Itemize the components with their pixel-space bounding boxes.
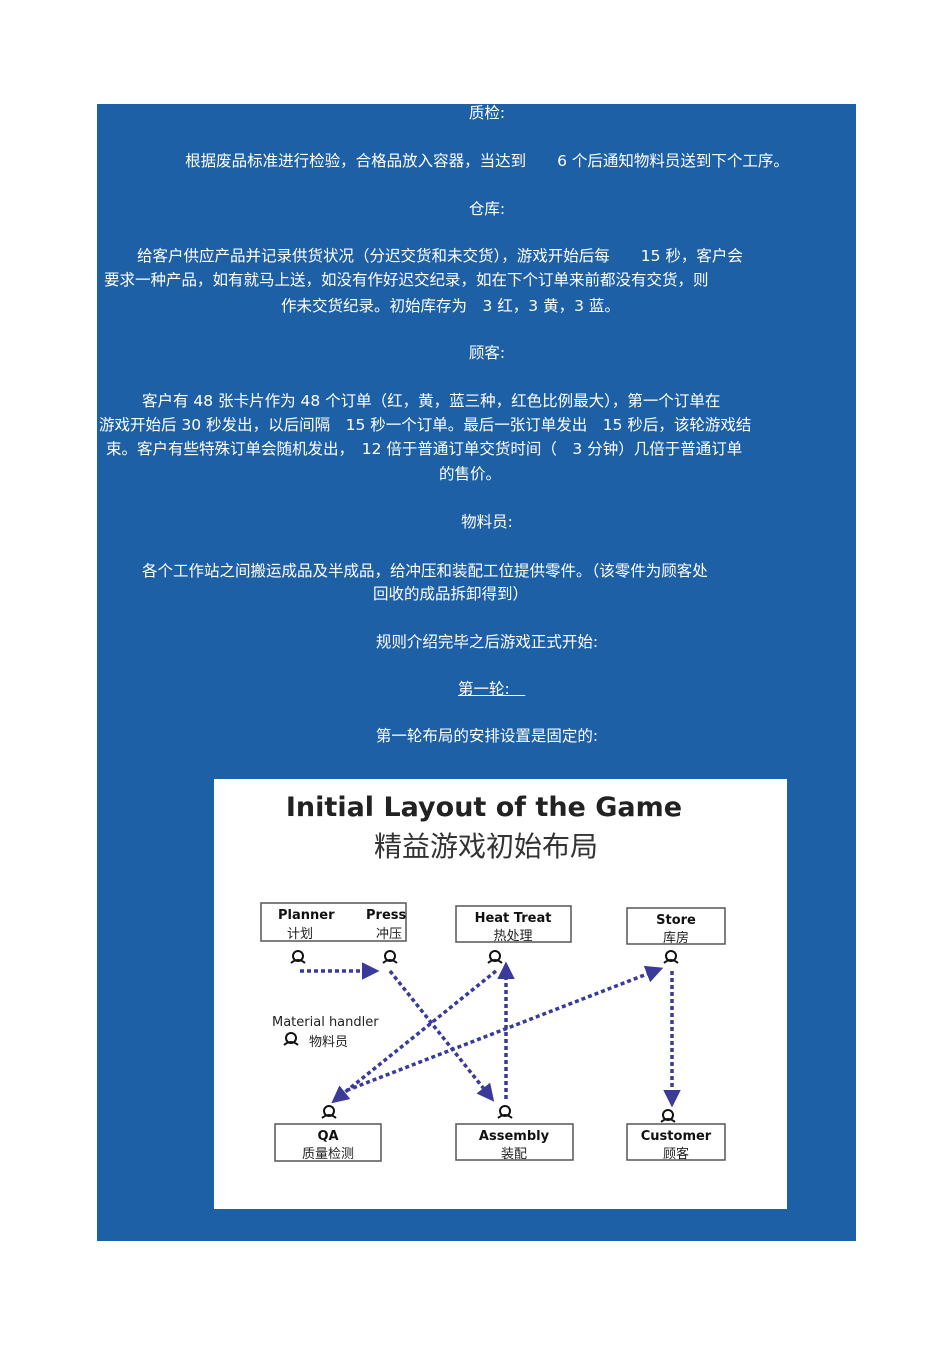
customer-line-2: 游戏开始后 30 秒发出，以后间隔 15 秒一个订单。最后一张订单发出 15 秒… <box>99 416 752 434</box>
legend-label-zh: 物料员 <box>309 1035 348 1050</box>
qc-body: 根据废品标准进行检验，合格品放入容器，当达到 6 个后通知物料员送到下个工序。 <box>185 152 789 170</box>
flow-arrows <box>300 961 681 1108</box>
arrow-qa-to-store <box>339 965 664 1095</box>
warehouse-line-3: 作未交货纪录。初始库存为 3 红，3 黄，3 蓝。 <box>281 297 620 315</box>
person-icon-heat-treat <box>487 950 503 964</box>
customer-heading: 顾客: <box>468 344 506 362</box>
warehouse-line-2: 要求一种产品，如有就马上送，如没有作好迟交纪录，如在下个订单来前都没有交货，则 <box>104 271 709 289</box>
diagram-title-en: Initial Layout of the Game <box>286 792 682 823</box>
qa-label-en: QA <box>317 1129 338 1144</box>
person-icon-press <box>382 950 398 964</box>
press-label-en: Press <box>366 908 406 923</box>
handler-line-2: 回收的成品拆卸得到） <box>373 585 529 603</box>
heat-treat-label-zh: 热处理 <box>493 929 532 944</box>
customer-line-1: 客户有 48 张卡片作为 48 个订单（红，黄，蓝三种，红色比例最大），第一个订… <box>142 392 721 410</box>
person-icon-planner <box>290 950 306 964</box>
station-qa: QA 质量检测 <box>274 1123 382 1162</box>
station-heat-treat: Heat Treat 热处理 <box>455 905 572 944</box>
handler-heading: 物料员: <box>461 513 513 531</box>
qa-label-zh: 质量检测 <box>302 1147 354 1162</box>
round-body: 第一轮布局的安排设置是固定的: <box>375 727 599 745</box>
person-icon-customer <box>660 1109 676 1123</box>
person-icon-qa <box>321 1105 337 1119</box>
handler-line-1: 各个工作站之间搬运成品及半成品，给冲压和装配工位提供零件。（该零件为顾客处 <box>142 562 708 580</box>
person-icon-assembly <box>497 1105 513 1119</box>
person-icon-legend <box>283 1032 299 1046</box>
heat-treat-label-en: Heat Treat <box>475 911 552 926</box>
planner-label-zh: 计划 <box>287 927 313 942</box>
round-heading: 第一轮: <box>458 680 526 698</box>
qc-heading: 质检: <box>468 104 506 122</box>
arrow-heat-treat-to-qa <box>331 969 498 1104</box>
layout-diagram: Initial Layout of the Game 精益游戏初始布局 Plan… <box>214 779 787 1209</box>
planner-label-en: Planner <box>278 908 335 923</box>
assembly-label-zh: 装配 <box>501 1147 527 1162</box>
start-text: 规则介绍完毕之后游戏正式开始: <box>375 633 599 651</box>
station-customer: Customer 顾客 <box>626 1123 726 1162</box>
arrow-press-to-assembly <box>388 969 495 1102</box>
customer-label-en: Customer <box>641 1129 712 1144</box>
warehouse-heading: 仓库: <box>468 200 506 218</box>
press-label-zh: 冲压 <box>376 927 402 942</box>
diagram-title-zh: 精益游戏初始布局 <box>374 830 598 863</box>
assembly-label-en: Assembly <box>479 1129 550 1144</box>
station-assembly: Assembly 装配 <box>455 1123 574 1162</box>
customer-line-3: 束。客户有些特殊订单会随机发出， 12 倍于普通订单交货时间（ 3 分钟）几倍于… <box>106 440 743 458</box>
station-planner-press: Planner 计划 Press 冲压 <box>260 902 407 942</box>
store-label-en: Store <box>656 913 696 928</box>
legend-label-en: Material handler <box>272 1015 379 1030</box>
warehouse-line-1: 给客户供应产品并记录供货状况（分迟交货和未交货），游戏开始后每 15 秒，客户会 <box>137 247 743 265</box>
station-store: Store 库房 <box>626 907 726 946</box>
customer-line-4: 的售价。 <box>439 465 502 483</box>
customer-label-zh: 顾客 <box>663 1146 689 1162</box>
person-icon-store <box>663 950 679 964</box>
store-label-zh: 库房 <box>663 930 689 946</box>
